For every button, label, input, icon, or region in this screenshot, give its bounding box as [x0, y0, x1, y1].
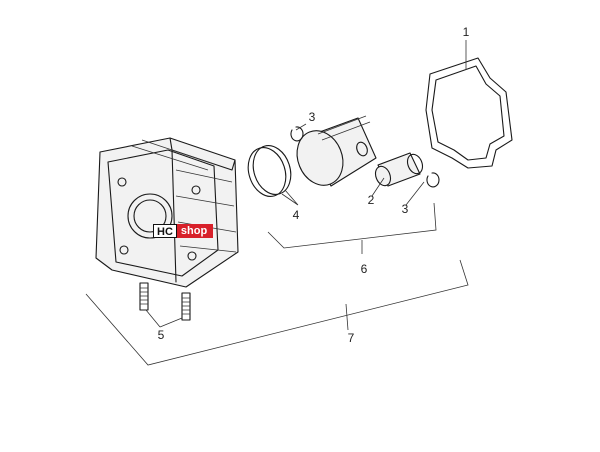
base-gasket — [425, 57, 513, 169]
callout-2: 2 — [368, 193, 375, 207]
cylinder-block — [95, 137, 239, 288]
watermark-hc: HC — [153, 224, 177, 238]
callout-6: 6 — [361, 262, 368, 276]
leader-lines — [145, 40, 467, 331]
piston-rings — [247, 145, 292, 197]
group-bracket-6 — [267, 202, 437, 249]
piston — [296, 115, 377, 187]
stud-right — [181, 292, 191, 321]
callout-3-right: 3 — [402, 202, 409, 216]
group-bracket-7 — [85, 259, 469, 366]
watermark-shop: shop — [176, 224, 214, 238]
hcshop-watermark: HC shop — [153, 224, 214, 238]
callout-7: 7 — [348, 331, 355, 345]
stud-left — [139, 282, 149, 311]
circlip-right — [426, 172, 440, 188]
callout-3-top: 3 — [309, 110, 316, 124]
piston-pin — [374, 152, 424, 187]
callout-1: 1 — [463, 25, 470, 39]
callout-4: 4 — [293, 208, 300, 222]
callout-5: 5 — [158, 328, 165, 342]
